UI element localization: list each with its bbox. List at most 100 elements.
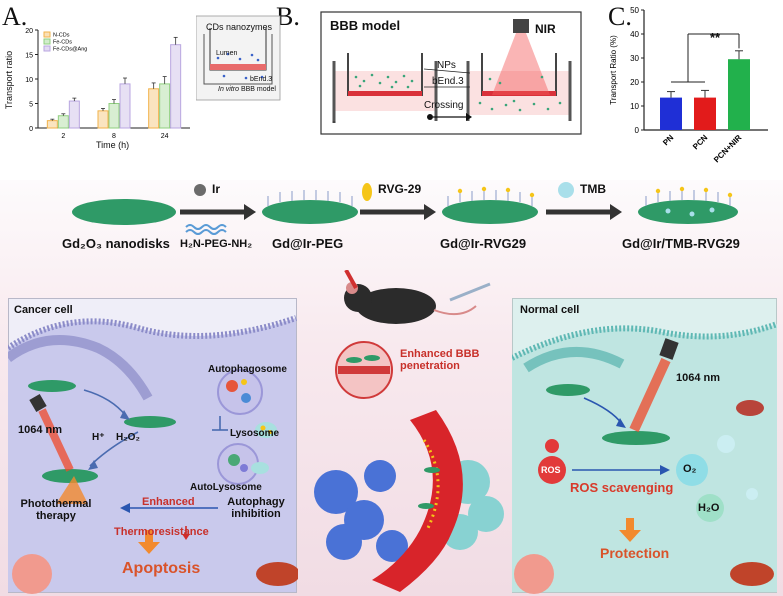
normal-protection: Protection [600,545,670,561]
panel-a-bar [159,83,171,129]
panel-a-bar [46,120,58,129]
scavenging-arrow [660,465,670,475]
panel-letter-b: B. [276,2,300,31]
gd-ir-rvg29-disk [442,200,538,224]
schematic-caption: In vitro BBB model [218,86,276,93]
cancer-title: Cancer cell [14,304,73,316]
cancer-organelle-1 [12,554,52,594]
synth-step1: Gd@Ir-PEG [272,236,344,251]
panel-c-x-tick-label: PCN [691,133,709,151]
rvg-tips-2 [457,186,535,198]
panel-c-y-tick-label: 40 [630,30,639,39]
panel-a-legend-swatch [43,31,51,38]
autophagosome [217,369,263,415]
panel-a-bar [170,44,182,129]
panel-c-y-tick-label: 0 [635,126,640,135]
cancer-laser-label: 1064 nm [18,424,63,436]
panel-a-legend-label: Fe-CDs [53,40,72,46]
mouse-body [356,288,436,324]
left-well-walls [332,61,438,121]
cancer-enhanced: Enhanced [142,496,195,508]
panel-a-legend-label: N-CDs [53,33,70,39]
panel-b-title: BBB model [330,18,401,33]
panel-c-bar [728,59,750,131]
normal-laser-label: 1064 nm [676,372,721,384]
normal-laser-head [659,338,679,360]
lysosome [255,422,277,438]
panel-a-bar [97,110,109,129]
ros-star-1 [545,439,559,453]
panel-a-ylabel: Transport ratio [4,50,15,110]
synth-linker: H₂N-PEG-NH₂ [180,238,253,250]
rvg-tips-3 [655,186,733,198]
tmb-dots [665,207,715,217]
synth-tmb: TMB [580,182,606,196]
synthesis-scheme [72,182,738,235]
arrow-1 [244,204,256,220]
mouse-tail [433,305,477,316]
panel-a-legend-swatch [43,38,51,45]
middle-bbb-label: Enhanced BBB penetration [400,348,480,372]
panel-c-y-tick-label: 30 [630,54,639,63]
panel-a-xlabel: Time (h) [96,140,130,150]
nir-laser-head [513,19,529,33]
schematic-cell-layer [210,64,266,70]
cancer-apoptosis: Apoptosis [122,560,201,577]
arrow-2 [424,204,436,220]
cancer-h: H⁺ [92,432,105,443]
panel-letter-a: A. [2,2,28,31]
synth-ir: Ir [212,182,221,196]
panel-a-y-tick-label: 20 [25,28,33,35]
rvg29-icon [362,183,372,201]
panel-a-bar [108,103,120,129]
cancer-autolysosome: AutoLysosome [190,482,262,493]
panel-a-x-tick-label: 8 [112,133,116,140]
o2-bubble [676,454,708,486]
panel-c-x-tick-label: PCN+NIR [712,133,744,165]
panel-b-nps: NPs [437,60,456,71]
panel-a-y-tick-label: 5 [29,102,33,109]
nps-pointer [423,68,471,74]
panel-a-x-tick-label: 2 [61,133,65,140]
schematic-particles [216,52,264,80]
cancer-h2o2: H₂O₂ [116,432,140,443]
cancer-membrane [8,315,297,351]
panel-c-bars [660,50,750,131]
mouse-laser [344,270,358,289]
cancer-autophagosome: Autophagosome [208,364,287,375]
panel-b-nir: NIR [535,22,556,36]
normal-o2: O₂ [683,463,697,475]
panel-c-y-tick-label: 10 [630,102,639,111]
middle-bbb-illustration [314,270,504,592]
schematic-well [203,34,273,85]
panel-c-y-tick-label: 20 [630,78,639,87]
normal-h2o: H₂O [698,502,720,514]
cancer-thermoresistance: Thermoresistance [114,526,209,538]
schematic-title: CDs nanozymes [206,22,273,32]
synth-step2: Gd@Ir-RVG29 [440,236,527,251]
panel-c-ylabel: Transport Ratio (%) [609,35,618,105]
normal-title: Normal cell [520,304,580,316]
panel-c-bar [660,97,682,130]
peg-brush-2 [447,190,533,206]
cancer-membrane-fold [8,335,153,401]
panel-a-bar [68,100,80,129]
gd-ir-peg-disk [262,200,358,224]
gd-ir-tmb-rvg29-disk [638,200,738,224]
enhanced-arrow [120,503,130,513]
thermoresistance-down-arrow [182,534,190,540]
protection-arrow [619,530,641,542]
panel-letter-c: C. [608,2,632,31]
panel-a-bars [46,36,182,129]
normal-cell-illustration [512,298,778,594]
cancer-lysosome: Lysosome [230,428,280,439]
cancer-photothermal: Photothermal therapy [20,498,92,522]
panel-a-y-tick-label: 15 [25,53,33,60]
panel-b-bbb-model [320,11,582,135]
normal-mitochondrion-2 [730,562,774,586]
gd2o3-nanodisk [72,199,176,225]
peg-linker-icon [185,224,227,230]
ir-particle-icon [194,184,206,196]
ros-burst [538,456,566,484]
